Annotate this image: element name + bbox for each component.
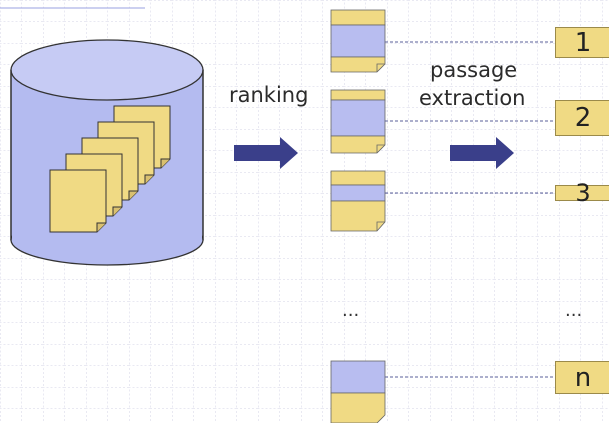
passage-band bbox=[330, 24, 386, 58]
ranked-document-1 bbox=[330, 9, 386, 73]
extraction-arrow bbox=[450, 137, 514, 169]
ranked-document-n bbox=[330, 360, 386, 423]
document-database bbox=[10, 39, 204, 266]
passage-band bbox=[330, 184, 386, 202]
passage-band bbox=[330, 360, 386, 394]
ranked-ellipsis: ... bbox=[342, 300, 360, 321]
passage-band bbox=[330, 99, 386, 137]
passage-box-2: 2 bbox=[555, 100, 609, 136]
passage-ellipsis: ... bbox=[565, 300, 583, 321]
stacked-document bbox=[49, 169, 107, 233]
ranked-document-2 bbox=[330, 89, 386, 154]
passage-box-1: 1 bbox=[555, 27, 609, 58]
passage-box-3: 3 bbox=[555, 181, 609, 205]
ranking-arrow bbox=[234, 137, 298, 169]
passage-box-n: n bbox=[555, 361, 609, 394]
ranking-label: ranking bbox=[229, 83, 309, 107]
document-stack bbox=[49, 105, 171, 233]
extraction-label: extraction bbox=[419, 86, 526, 110]
passage-label: passage bbox=[430, 58, 518, 82]
cylinder-top bbox=[10, 39, 204, 101]
ranked-document-3 bbox=[330, 170, 386, 232]
